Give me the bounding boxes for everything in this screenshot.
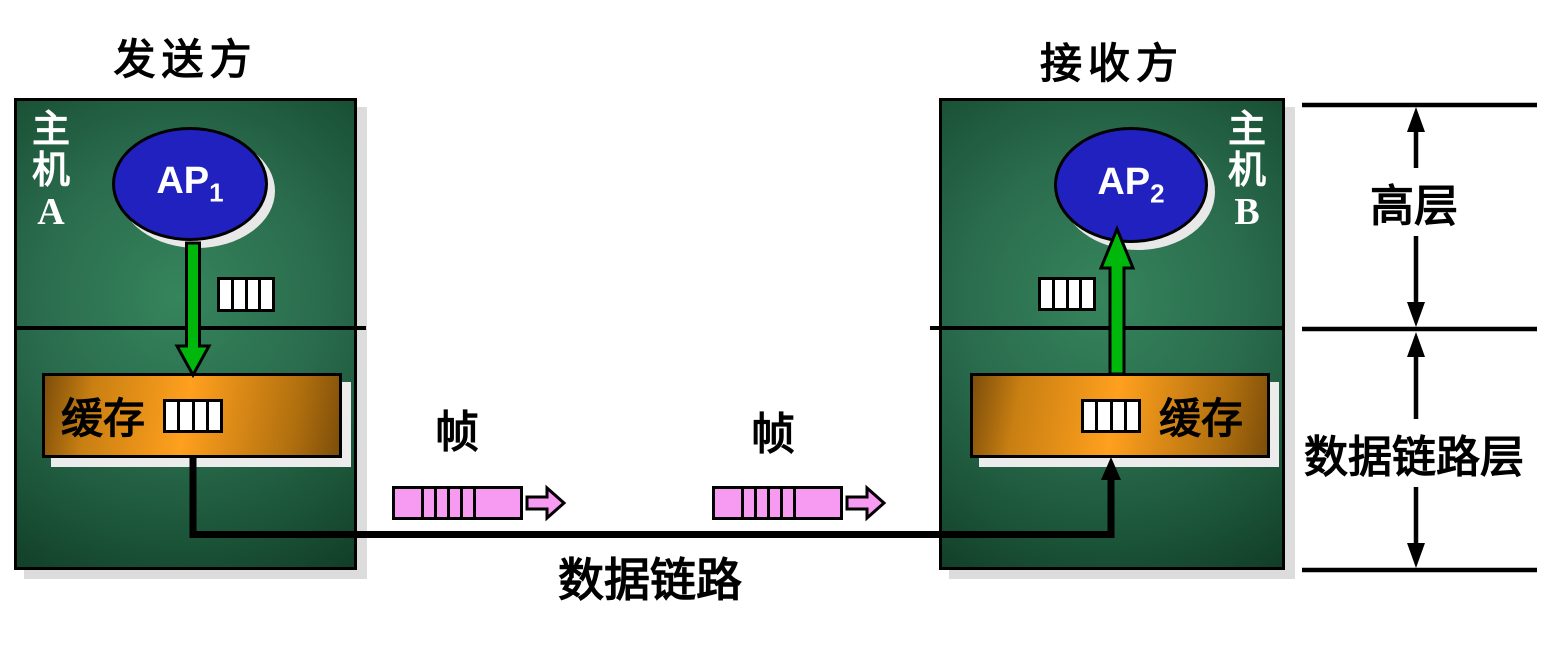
queue-cell [220, 280, 234, 309]
frame-segment [770, 489, 784, 517]
ap2-ellipse: AP2 [1054, 127, 1208, 243]
frame-segment [796, 489, 840, 517]
host-b-label-char: B [1234, 191, 1260, 233]
queue-cell [1126, 401, 1138, 430]
host-b-label-char: 主 [1227, 109, 1266, 151]
sender-title: 发送方 [113, 38, 258, 84]
queue-cell [233, 280, 248, 309]
queue-cell [1054, 280, 1069, 308]
queue-cell [1082, 280, 1093, 308]
frame-segment [783, 489, 797, 517]
receiver-title: 接收方 [1039, 42, 1184, 88]
host-a-label-char: A [37, 191, 65, 233]
frame-segment [715, 489, 744, 517]
frame-segment [423, 489, 437, 517]
arrowhead-up-icon [1407, 107, 1425, 132]
queue-grid-icon [217, 277, 275, 312]
datalink-layer-caption: 数据链路层 [1298, 419, 1530, 487]
host-a-buffer-box: 缓存 [42, 373, 342, 458]
queue-grid-icon [1081, 398, 1141, 433]
queue-cell [1098, 401, 1113, 430]
arrowhead-up-icon [1407, 332, 1425, 357]
host-a-buffer-label: 缓存 [61, 397, 146, 443]
frame-segment [743, 489, 757, 517]
host-b-label-char: 机 [1227, 150, 1266, 192]
host-a-label: 主 机 A [28, 110, 74, 233]
queue-cell [1068, 280, 1083, 308]
frame-segment [476, 489, 520, 517]
ap2-label: AP2 [1097, 160, 1165, 209]
host-b-buffer-label: 缓存 [1159, 397, 1244, 443]
host-a-label-char: 机 [31, 150, 70, 192]
queue-grid-icon [163, 398, 224, 433]
frame-segment [436, 489, 450, 517]
frame-segment [756, 489, 770, 517]
queue-grid-icon [1038, 277, 1096, 311]
host-b-buffer-box: 缓存 [970, 373, 1270, 458]
frame-segment [463, 489, 477, 517]
arrowhead-down-icon [1407, 543, 1425, 568]
frame-2-label: 帧 [751, 410, 795, 459]
queue-cell [1041, 280, 1055, 308]
queue-cell [1112, 401, 1127, 430]
queue-cell [261, 280, 272, 309]
queue-cell [208, 401, 221, 430]
frame-2 [712, 486, 843, 520]
queue-cell [180, 401, 195, 430]
data-link-label: 数据链路 [558, 555, 742, 606]
queue-cell [1084, 401, 1099, 430]
frame-segment [395, 489, 424, 517]
frame-1 [392, 486, 523, 520]
arrowhead-down-icon [1407, 302, 1425, 327]
host-a-label-char: 主 [31, 109, 70, 151]
frame-direction-arrow-icon [525, 484, 567, 522]
queue-cell [247, 280, 262, 309]
upper-layer-caption: 高层 [1364, 168, 1464, 236]
frame-direction-arrow-icon [845, 484, 887, 522]
queue-cell [166, 401, 181, 430]
host-b-label: 主 机 B [1224, 110, 1270, 233]
ap1-ellipse: AP1 [112, 127, 268, 241]
ap1-label: AP1 [156, 159, 224, 208]
frame-1-label: 帧 [435, 408, 479, 457]
host-a-layer-divider [14, 326, 366, 330]
host-b-layer-divider [930, 326, 1285, 330]
queue-cell [194, 401, 209, 430]
frame-segment [450, 489, 464, 517]
